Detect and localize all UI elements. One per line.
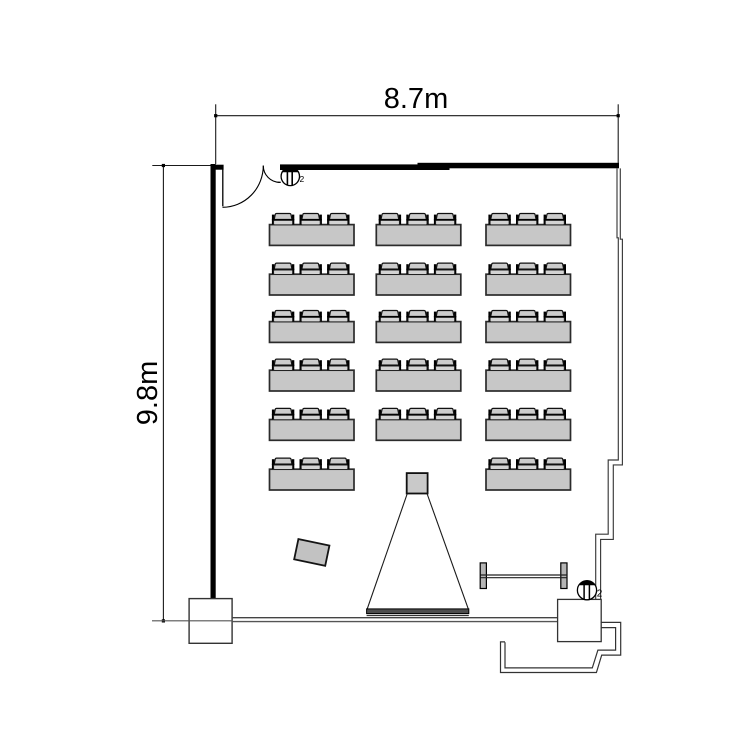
svg-text:9.8m: 9.8m <box>132 361 164 425</box>
svg-text:2: 2 <box>597 589 603 600</box>
svg-text:8.7m: 8.7m <box>384 83 448 115</box>
svg-text:2: 2 <box>300 174 305 184</box>
